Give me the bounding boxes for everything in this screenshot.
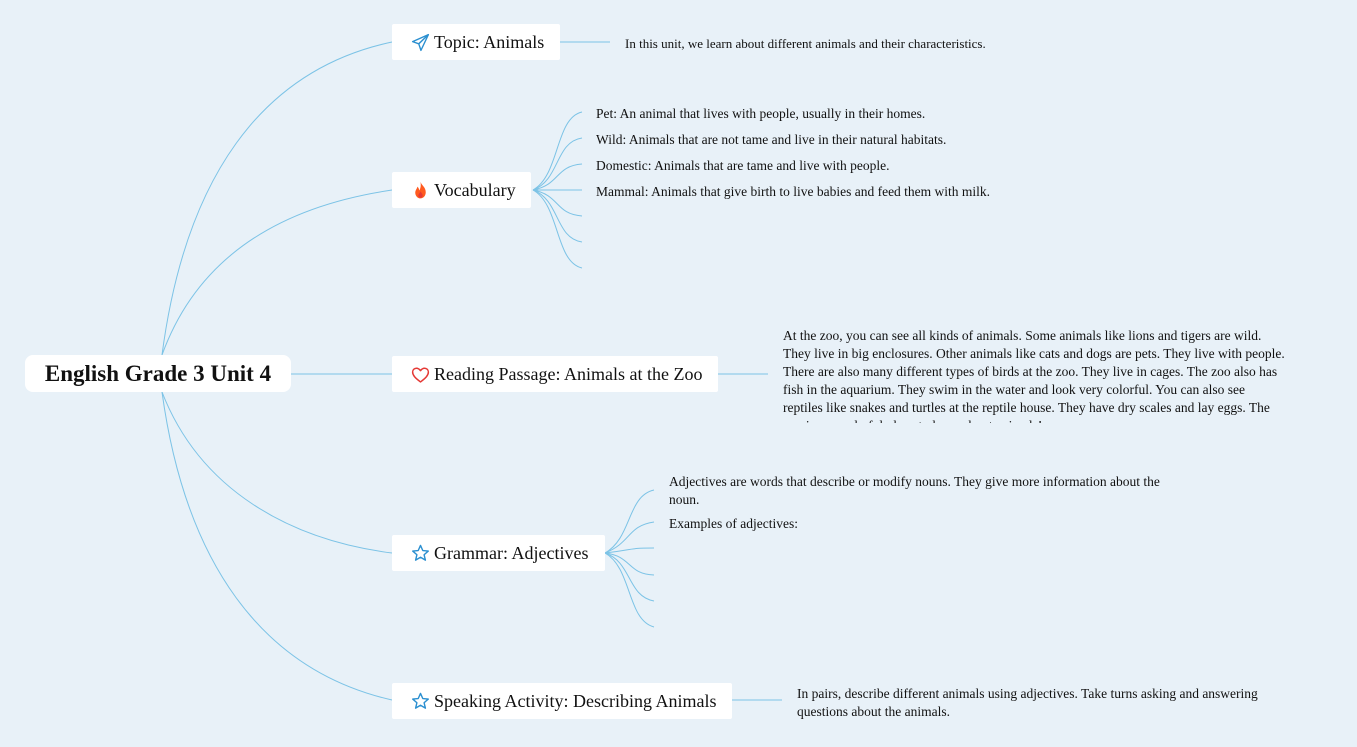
fire-icon — [409, 179, 431, 201]
connector-grammar-3 — [604, 547, 655, 554]
connector-vocab-6 — [532, 189, 583, 243]
connector-vocab-1 — [532, 111, 583, 191]
root-node[interactable]: English Grade 3 Unit 4 — [25, 355, 291, 392]
speaking-detail-text: In pairs, describe different animals usi… — [797, 686, 1258, 719]
connector-grammar-6 — [604, 552, 655, 628]
connector-grammar-4 — [604, 552, 655, 576]
reading-passage-text: At the zoo, you can see all kinds of ani… — [783, 328, 1285, 423]
topic-detail-text: In this unit, we learn about different a… — [625, 36, 986, 51]
star-icon — [409, 690, 431, 712]
heart-icon — [409, 363, 431, 385]
grammar-label: Grammar: Adjectives — [434, 542, 589, 563]
root-title: English Grade 3 Unit 4 — [44, 360, 272, 386]
paper-plane-icon — [409, 31, 431, 53]
topic-node-grammar[interactable]: Grammar: Adjectives — [392, 535, 605, 571]
connector-grammar-2 — [604, 521, 655, 554]
connector-grammar-1 — [604, 489, 655, 554]
connector-root-grammar — [161, 391, 393, 554]
topic-node-vocabulary[interactable]: Vocabulary — [392, 172, 531, 208]
topic-node-speaking[interactable]: Speaking Activity: Describing Animals — [392, 683, 732, 719]
connector-vocab-2 — [532, 137, 583, 191]
speaking-label: Speaking Activity: Describing Animals — [434, 690, 717, 711]
vocabulary-item: Pet: An animal that lives with people, u… — [596, 106, 926, 121]
connector-root-speaking — [161, 391, 393, 701]
connector-vocab-3 — [532, 163, 583, 191]
topic-node-topic[interactable]: Topic: Animals — [392, 24, 560, 60]
connector-vocab-7 — [532, 189, 583, 269]
vocabulary-item: Mammal: Animals that give birth to live … — [596, 184, 991, 199]
vocabulary-item: Domestic: Animals that are tame and live… — [596, 158, 890, 173]
connector-root-topic — [161, 41, 393, 356]
grammar-item: Examples of adjectives: — [669, 516, 798, 531]
vocabulary-item: Wild: Animals that are not tame and live… — [596, 132, 947, 147]
connector-root-vocabulary — [161, 189, 393, 356]
connector-vocab-5 — [532, 189, 583, 217]
grammar-item: Adjectives are words that describe or mo… — [669, 474, 1160, 507]
reading-label: Reading Passage: Animals at the Zoo — [434, 363, 703, 384]
topic-label: Topic: Animals — [434, 31, 545, 52]
topic-node-reading[interactable]: Reading Passage: Animals at the Zoo — [392, 356, 718, 392]
vocabulary-label: Vocabulary — [434, 179, 516, 200]
star-icon — [409, 542, 431, 564]
connector-grammar-5 — [604, 552, 655, 602]
